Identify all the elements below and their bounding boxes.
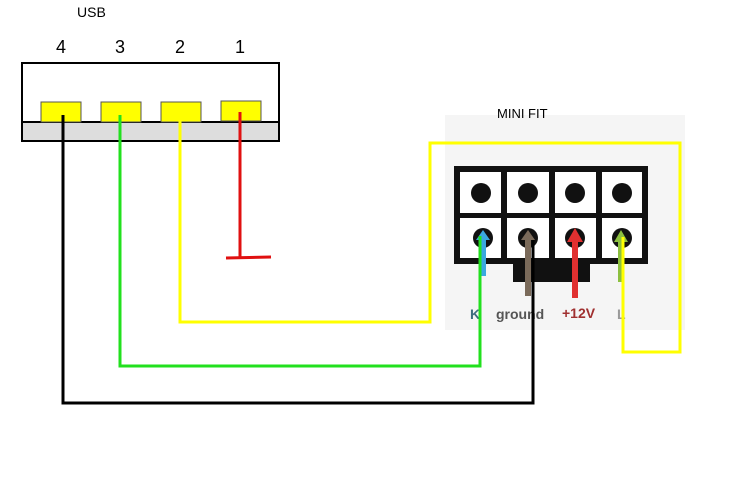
minifit-title: MINI FIT	[497, 106, 548, 121]
arrow-l-icon	[614, 230, 628, 282]
yellow-wire	[178, 118, 682, 354]
pin-label-k: K	[470, 306, 480, 322]
usb-connector	[21, 62, 280, 142]
arrow-ground-icon	[521, 230, 535, 296]
pin-label-ground: ground	[496, 306, 544, 322]
red-wire-terminator	[225, 255, 272, 260]
usb-title: USB	[77, 4, 106, 20]
usb-pad-4	[40, 101, 82, 123]
usb-pin-2-label: 2	[175, 37, 185, 57]
arrow-12v-icon	[567, 228, 583, 298]
usb-pin-4-label: 4	[56, 37, 66, 57]
arrow-k-icon	[476, 230, 490, 276]
green-wire	[118, 115, 482, 368]
usb-pin-1-label: 1	[235, 37, 245, 57]
pin-label-12v: +12V	[562, 305, 596, 321]
usb-pin-3-label: 3	[115, 37, 125, 57]
black-wire	[61, 115, 535, 405]
